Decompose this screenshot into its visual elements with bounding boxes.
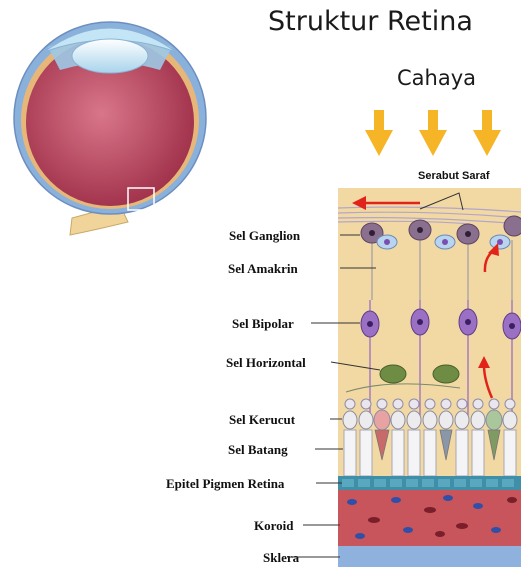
photoreceptor-bodies [343,410,517,430]
light-arrow-icon [473,110,501,156]
eyeball-illustration [14,22,206,235]
choroid-layer [338,490,521,546]
rpe-cells [342,479,514,487]
light-arrows [365,110,501,156]
lens [72,39,148,73]
light-arrow-icon [419,110,447,156]
retina-cross-section [338,188,521,567]
sclera-layer [338,546,521,567]
light-arrow-icon [365,110,393,156]
